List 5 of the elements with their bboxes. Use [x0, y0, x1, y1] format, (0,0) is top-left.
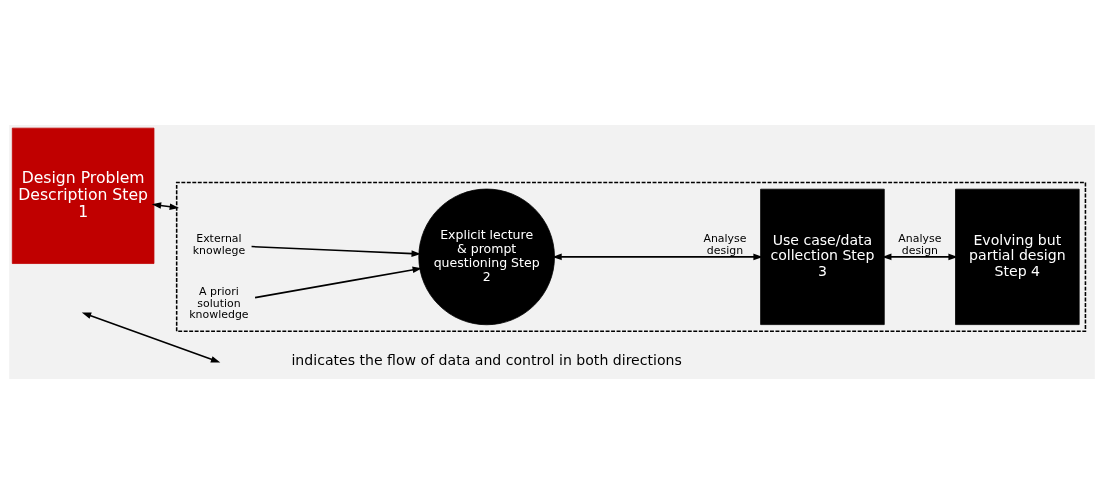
legend-label: indicates the flow of data and control in both directions — [291, 352, 682, 369]
edge-label: Analyse design — [703, 232, 747, 257]
edge-label: Analyse design — [898, 232, 942, 257]
node-text: External knowlege — [192, 232, 246, 257]
node-text: A priori solution knowledge — [189, 285, 249, 322]
